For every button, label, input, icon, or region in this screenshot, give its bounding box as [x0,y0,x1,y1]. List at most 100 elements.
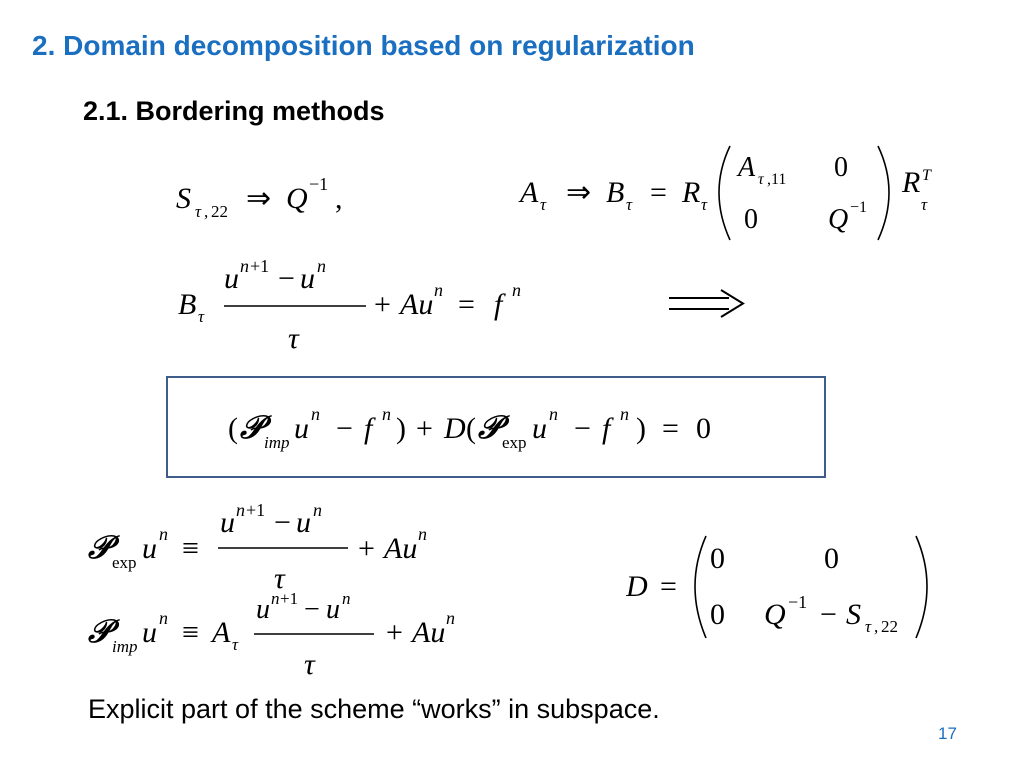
svg-text:Q: Q [764,598,786,631]
equation-bordering-operator: A τ ⇒ B τ = R τ A τ ,11 0 0 Q −1 R T τ [518,145,932,241]
svg-text:n: n [311,404,320,424]
svg-text:+1: +1 [246,500,265,520]
svg-text:22: 22 [211,202,228,221]
svg-text:n: n [549,404,558,424]
svg-text:): ) [396,412,406,445]
svg-text:n: n [382,404,391,424]
implies-arrow-icon [669,289,745,318]
svg-text:+1: +1 [280,590,298,608]
svg-text:=: = [662,412,679,445]
svg-text:−: − [574,412,591,445]
svg-text:imp: imp [264,433,290,452]
svg-text:n: n [446,608,455,628]
svg-text:τ: τ [198,307,205,326]
svg-text:−1: −1 [850,199,867,216]
svg-text:n: n [434,280,443,300]
svg-text:u: u [326,594,340,625]
svg-text:,: , [335,182,343,215]
svg-text:n: n [512,280,521,300]
svg-text:n: n [240,256,249,276]
svg-text:n: n [620,404,629,424]
svg-text:(: ( [466,412,476,445]
slide-title: 2. Domain decomposition based on regular… [32,30,695,61]
svg-text:−1: −1 [309,174,328,194]
svg-text:+: + [386,616,403,649]
equation-difference-scheme: B τ u n +1 − u n τ + Au n = f n [178,256,521,355]
svg-text:=: = [650,176,667,209]
svg-text:n: n [317,256,326,276]
svg-text:n: n [342,590,351,608]
svg-text:≡: ≡ [182,616,199,649]
svg-text:B: B [178,288,196,321]
svg-text:Au: Au [410,616,445,649]
svg-text:+1: +1 [250,256,269,276]
svg-text:=: = [458,288,475,321]
svg-text:Au: Au [382,532,417,565]
svg-text:S: S [846,598,861,631]
svg-text:exp: exp [502,433,527,452]
svg-text:0: 0 [696,412,711,445]
svg-text:,: , [874,617,878,636]
svg-text:τ: τ [701,195,708,214]
svg-text:n: n [236,500,245,520]
svg-text:u: u [142,532,157,565]
svg-text:τ: τ [232,635,239,654]
svg-text:Q: Q [286,182,308,215]
equation-p-imp-definition: 𝒫 imp u n ≡ A τ u n +1 − u n τ + Au n [88,590,455,681]
equation-d-matrix: D = 0 0 0 Q −1 − S τ , 22 [626,535,928,639]
equation-boxed-identity: ( 𝒫 imp u n − f n ) + D ( 𝒫 exp u n − f … [228,404,711,452]
svg-text:τ: τ [626,195,633,214]
svg-text:R: R [901,166,920,199]
svg-text:−: − [820,598,837,631]
svg-text:,11: ,11 [767,171,786,188]
svg-text:B: B [606,176,624,209]
svg-text:n: n [271,590,280,608]
svg-text:⇒: ⇒ [566,176,591,209]
svg-text:u: u [224,262,239,295]
svg-text:−: − [274,506,291,539]
svg-text:D: D [626,570,648,603]
svg-text:T: T [922,167,932,184]
svg-text:τ: τ [304,648,316,681]
svg-text:τ: τ [758,171,765,188]
svg-text:22: 22 [881,617,898,636]
svg-text:imp: imp [112,637,138,656]
svg-text:(: ( [228,412,238,445]
svg-text:f: f [494,288,506,321]
svg-text:−: − [304,594,320,625]
svg-text:u: u [256,594,270,625]
svg-text:+: + [416,412,433,445]
svg-text:S: S [176,182,191,215]
svg-text:R: R [681,176,700,209]
svg-text:−: − [278,262,295,295]
svg-text:+: + [374,288,391,321]
svg-text:0: 0 [710,598,725,631]
svg-text:=: = [660,570,677,603]
svg-text:0: 0 [824,542,839,575]
svg-text:): ) [636,412,646,445]
svg-text:τ: τ [921,195,928,214]
svg-text:Q: Q [828,204,848,235]
svg-text:u: u [294,412,309,445]
svg-text:u: u [296,506,311,539]
svg-text:,: , [204,202,208,221]
svg-text:τ: τ [540,195,547,214]
svg-text:A: A [736,152,756,183]
svg-text:f: f [602,412,614,445]
svg-text:u: u [300,262,315,295]
svg-text:u: u [220,506,235,539]
svg-text:A: A [210,616,231,649]
svg-text:exp: exp [112,553,137,572]
svg-text:n: n [159,524,168,544]
svg-text:0: 0 [744,204,758,235]
svg-text:τ: τ [288,322,300,355]
section-subtitle: 2.1. Bordering methods [83,96,385,126]
svg-text:+: + [358,532,375,565]
svg-text:u: u [532,412,547,445]
svg-text:−: − [336,412,353,445]
svg-text:τ: τ [274,562,286,595]
svg-text:≡: ≡ [182,532,199,565]
svg-text:−1: −1 [788,592,807,612]
svg-text:f: f [364,412,376,445]
page-number: 17 [938,724,957,743]
